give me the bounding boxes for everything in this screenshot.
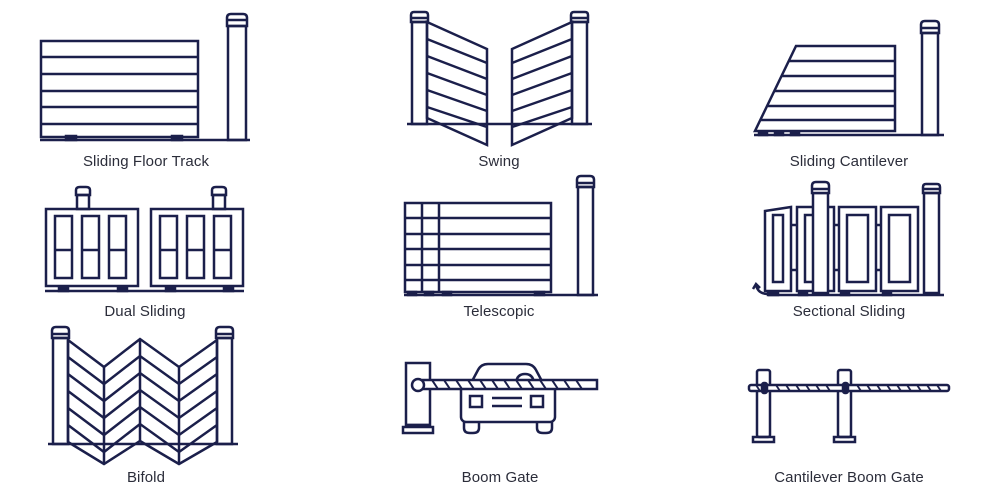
gate-label: Boom Gate <box>461 469 539 486</box>
gate-label: Swing <box>478 153 520 170</box>
gate-label: Cantilever Boom Gate <box>774 469 924 486</box>
gate-label: Sliding Cantilever <box>789 153 909 170</box>
gate-label: Sliding Floor Track <box>82 153 210 170</box>
gate-label: Sectional Sliding <box>792 303 906 320</box>
gate-label: Dual Sliding <box>104 303 186 320</box>
gate-label: Telescopic <box>463 303 535 320</box>
gate-label: Bifold <box>126 469 166 486</box>
